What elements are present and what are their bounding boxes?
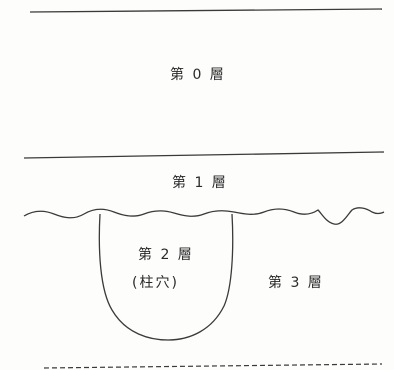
layer-2-label: 第 2 層	[138, 247, 194, 263]
layer-1-label: 第 1 層	[172, 175, 228, 191]
posthole-outline	[98, 213, 234, 341]
boundary-layer0-layer1-line	[23, 151, 385, 159]
boundary-bottom-dashed-line	[43, 363, 383, 369]
layer-0-label: 第 0 層	[170, 67, 226, 83]
boundary-top-line	[29, 8, 383, 13]
layer-2-note-label: (柱穴)	[132, 275, 179, 291]
layer-3-label: 第 3 層	[268, 275, 324, 291]
boundary-layer1-layer3-wavy-line	[23, 207, 385, 225]
